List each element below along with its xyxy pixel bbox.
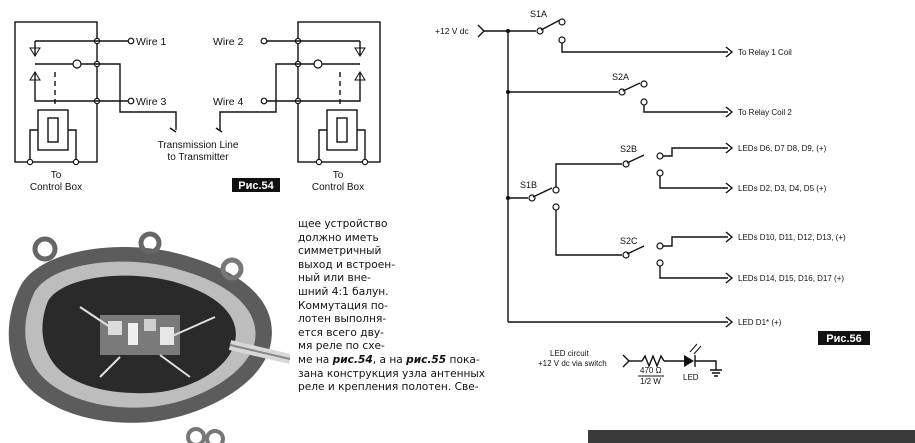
article-line-c: реле и крепления полотен. Све- <box>298 381 479 394</box>
fig56-tag-bg <box>818 331 870 345</box>
fig55-reference: рис.55 <box>406 354 447 366</box>
led-symbol <box>684 355 694 367</box>
article-line: симметричный <box>298 245 382 258</box>
relay-schematic-left <box>14 21 177 166</box>
to-control-box-right: Control Box <box>312 182 364 193</box>
article-text-span: ме на <box>298 354 333 366</box>
article-line-a: ме на рис.54, а на рис.55 пока- <box>298 354 598 368</box>
led-circuit-label-1: LED circuit <box>550 349 589 358</box>
out-leds-d6-label: LEDs D6, D7 D8, D9, (+) <box>738 144 827 153</box>
s2a-label: S2A <box>612 72 629 82</box>
to-control-box-right-to: To <box>333 170 344 181</box>
fig54-tag-bg <box>232 178 280 192</box>
article-line: должно иметь <box>298 231 379 244</box>
relay-assembly-photo <box>0 227 290 443</box>
figure-56: +12 V dc S1A To Relay 1 Coil S2A To Rela… <box>435 9 870 386</box>
article-text-wide: ме на рис.54, а на рис.55 пока- зана кон… <box>298 354 598 395</box>
fig56-tag: Рис.56 <box>826 333 862 345</box>
resistor-power-label: 1/2 W <box>640 377 661 386</box>
article-line: щее устройство <box>298 218 388 230</box>
led-label: LED <box>683 373 699 382</box>
s2b-label: S2B <box>620 144 637 154</box>
article-line: ется всего дву- <box>298 326 384 339</box>
out-leds-d10-label: LEDs D10, D11, D12, D13, (+) <box>738 233 846 242</box>
out-relay2-label: To Relay Coil 2 <box>738 108 792 117</box>
s1b-label: S1B <box>520 180 537 190</box>
article-line-b: зана конструкция узла антенных <box>298 367 486 380</box>
out-relay1-label: To Relay 1 Coil <box>738 48 792 57</box>
wire4-label: Wire 4 <box>213 96 243 108</box>
s1a-label: S1A <box>530 9 547 19</box>
s2c-label: S2C <box>620 236 638 246</box>
resistor-symbol <box>641 354 665 368</box>
wire2-label: Wire 2 <box>213 36 243 48</box>
antenna-relay-photo-partial <box>588 430 915 443</box>
resistor-value-label: 470 Ω <box>640 366 662 375</box>
article-text: щее устройство должно иметь симметричный… <box>298 218 466 354</box>
article-line: выход и встроен- <box>298 258 396 271</box>
wire3-label: Wire 3 <box>136 96 166 108</box>
supply-label: +12 V dc <box>435 26 470 36</box>
transmission-line-label-1: Transmission Line <box>158 140 239 151</box>
out-led-d1-label: LED D1* (+) <box>738 318 782 327</box>
article-line: лотен выполня- <box>298 313 387 326</box>
out-leds-d14-label: LEDs D14, D15, D16, D17 (+) <box>738 274 844 283</box>
wire1-label: Wire 1 <box>136 36 166 48</box>
out-leds-d2-label: LEDs D2, D3, D4, D5 (+) <box>738 184 827 193</box>
article-line: мя реле по схе- <box>298 340 385 353</box>
transmission-line-label-2: to Transmitter <box>167 152 229 163</box>
article-text-span: , а на <box>372 354 407 366</box>
fig54-tag: Рис.54 <box>238 180 274 192</box>
article-text-span: пока- <box>446 354 480 366</box>
to-control-box-left-to: To <box>51 170 62 181</box>
article-line: Коммутация по- <box>298 299 388 312</box>
fig54-reference: рис.54 <box>332 354 373 366</box>
article-line: шний 4:1 балун. <box>298 285 389 298</box>
article-line: ный или вне- <box>298 272 371 285</box>
figure-54: Wire 1 Wire 3 To Control Box <box>14 21 381 193</box>
relay-schematic-right <box>219 21 381 166</box>
led-circuit-label-2: +12 V dc via switch <box>538 359 607 368</box>
to-control-box-left: Control Box <box>30 182 82 193</box>
